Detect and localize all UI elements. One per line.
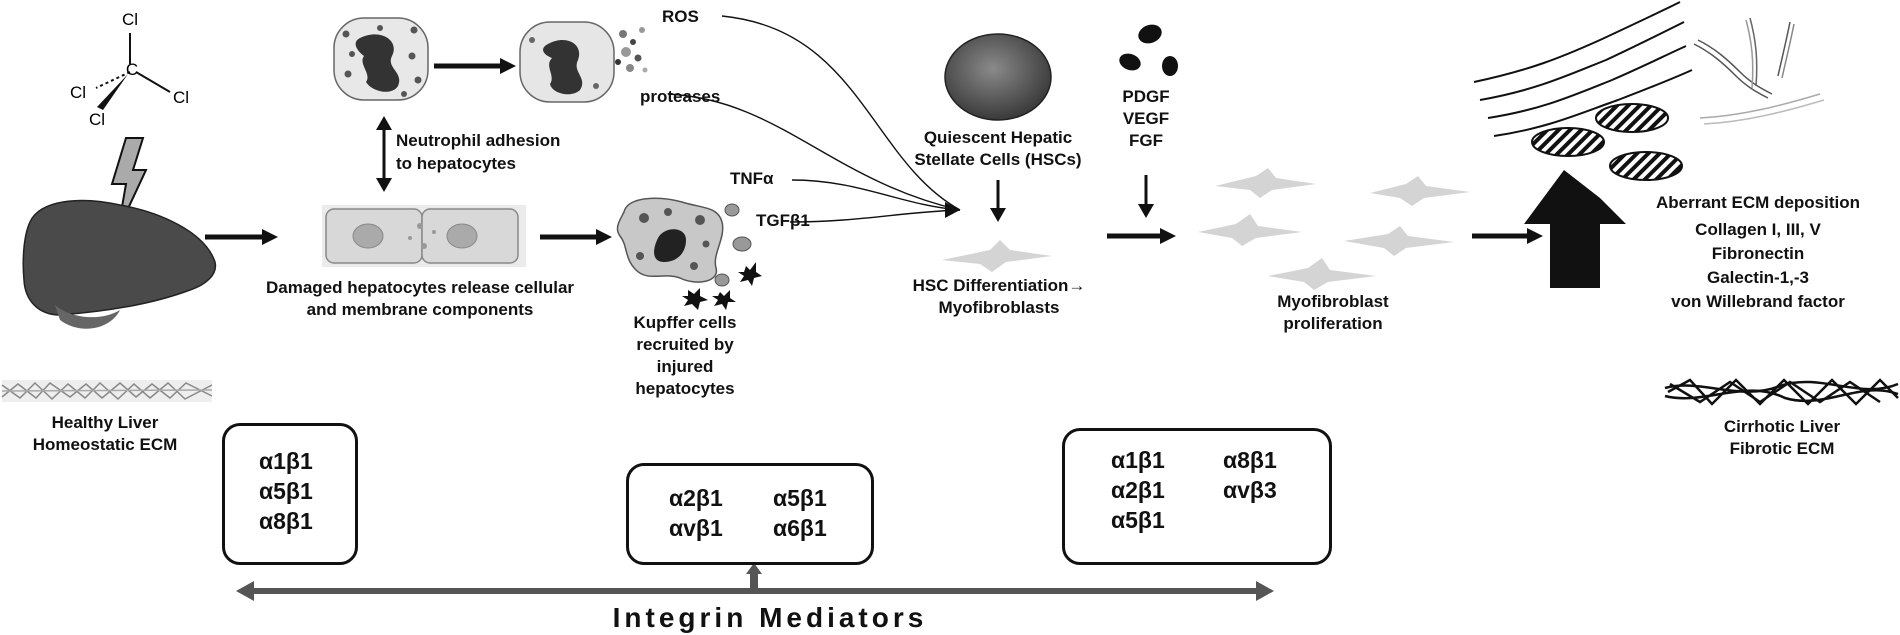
- liver-icon: [22, 199, 217, 329]
- aberrant-ecm-label: Aberrant ECM deposition: [1655, 193, 1860, 212]
- bond-line: [135, 71, 171, 93]
- ccl4-molecule: Cl Cl Cl Cl C: [70, 10, 189, 129]
- neutrophil-adhesion-label-line1: Neutrophil adhesion: [396, 131, 561, 150]
- myofibroblast-label-line2: proliferation: [1283, 314, 1383, 333]
- ecm-component-collagen: Collagen I, III, V: [1695, 220, 1821, 239]
- kupffer-label-line2: recruited by: [636, 335, 734, 354]
- ecm-component-fibronectin: Fibronectin: [1711, 244, 1805, 263]
- arrowhead: [262, 229, 278, 245]
- myofibroblast-label-line1: Myofibroblast: [1277, 292, 1389, 311]
- damaged-hepatocytes-label-line2: and membrane components: [306, 300, 534, 319]
- signal-arrows: [667, 15, 961, 223]
- integrin-item: α1β1: [1111, 447, 1165, 473]
- integrin-item: α6β1: [773, 515, 827, 541]
- integrin-box-1: α1β1 α5β1 α8β1: [222, 423, 358, 565]
- neutrophil-activated-icon: [519, 21, 648, 103]
- bond-line: [95, 71, 131, 89]
- integrin-item: α2β1: [1111, 477, 1165, 503]
- atom-cl-top: Cl: [122, 10, 138, 29]
- hepatocytes-icon: [322, 205, 526, 267]
- ros-label: ROS: [662, 7, 699, 26]
- quiescent-hsc-label-line1: Quiescent Hepatic: [923, 128, 1073, 147]
- integrin-item: α8β1: [259, 508, 313, 534]
- cirrhotic-liver-label-line2: Fibrotic ECM: [1729, 439, 1835, 458]
- fgf-label: FGF: [1129, 131, 1163, 150]
- integrin-item: α1β1: [259, 448, 313, 474]
- integrin-item: α8β1: [1223, 447, 1277, 473]
- ecm-fibers-icon: [1473, 1, 1693, 137]
- cirrhotic-liver-label-line1: Cirrhotic Liver: [1723, 417, 1841, 436]
- neutrophil-resting-icon: [333, 17, 429, 101]
- integrin-item: αvβ3: [1223, 477, 1277, 503]
- lightning-bolt-icon: [110, 137, 148, 231]
- atom-c: C: [126, 60, 138, 79]
- kupffer-label-line4: hepatocytes: [635, 379, 735, 398]
- atom-cl-right: Cl: [173, 88, 189, 107]
- pdgf-label: PDGF: [1122, 87, 1170, 106]
- hsc-differentiation-label-line1: HSC Differentiation→: [912, 276, 1086, 295]
- integrin-mediator-arrow: [236, 563, 1274, 601]
- kupffer-label-line1: Kupffer cells: [633, 313, 737, 332]
- collagen-strands-icon: [1693, 17, 1825, 125]
- hsc-differentiation-label-line2: Myofibroblasts: [938, 298, 1060, 317]
- integrin-item: α5β1: [259, 478, 313, 504]
- activated-hsc-icon: [942, 240, 1052, 272]
- ecm-component-galectin: Galectin-1,-3: [1706, 268, 1810, 287]
- ecm-deposit-ovals: [1531, 103, 1683, 181]
- quiescent-hsc-label-line2: Stellate Cells (HSCs): [914, 150, 1082, 169]
- integrin-item: α5β1: [773, 485, 827, 511]
- kupffer-cell-icon: [616, 197, 762, 310]
- healthy-liver-label-line1: Healthy Liver: [51, 413, 159, 432]
- healthy-ecm-strip: [1, 380, 213, 402]
- signal-arrowhead: [945, 202, 960, 218]
- integrin-item: α5β1: [1111, 507, 1165, 533]
- healthy-liver-label-line2: Homeostatic ECM: [32, 435, 178, 454]
- tgfb1-label: TGFβ1: [756, 211, 810, 230]
- myofibroblast-icons: [942, 168, 1470, 290]
- atom-cl-bottom: Cl: [89, 110, 105, 129]
- ecm-component-vwf: von Willebrand factor: [1671, 292, 1845, 311]
- wedge-bond: [97, 74, 128, 110]
- large-up-arrow-icon: [1524, 170, 1626, 288]
- integrin-box-2: α2β1 αvβ1 α5β1 α6β1: [626, 463, 874, 565]
- integrin-item: αvβ1: [669, 515, 723, 541]
- neutrophil-adhesion-label-line2: to hepatocytes: [396, 154, 516, 173]
- integrin-item: α2β1: [669, 485, 723, 511]
- tnfa-label: TNFα: [730, 169, 774, 188]
- neutrophil-adhesion-arrow: [376, 116, 392, 192]
- proteases-label: proteases: [640, 87, 721, 106]
- integrin-box-3: α1β1 α2β1 α5β1 α8β1 αvβ3: [1062, 428, 1332, 565]
- integrin-mediators-title: Integrin Mediators: [612, 602, 928, 633]
- kupffer-label-line3: injured: [656, 357, 714, 376]
- cirrhotic-ecm-strip: [1664, 378, 1899, 406]
- damaged-hepatocytes-label-line1: Damaged hepatocytes release cellular: [265, 278, 575, 297]
- growth-factor-blobs: [1119, 24, 1178, 76]
- vegf-label: VEGF: [1122, 109, 1170, 128]
- atom-cl-left: Cl: [70, 83, 86, 102]
- flow-arrows: [205, 58, 1543, 245]
- quiescent-hsc-icon: [944, 33, 1052, 121]
